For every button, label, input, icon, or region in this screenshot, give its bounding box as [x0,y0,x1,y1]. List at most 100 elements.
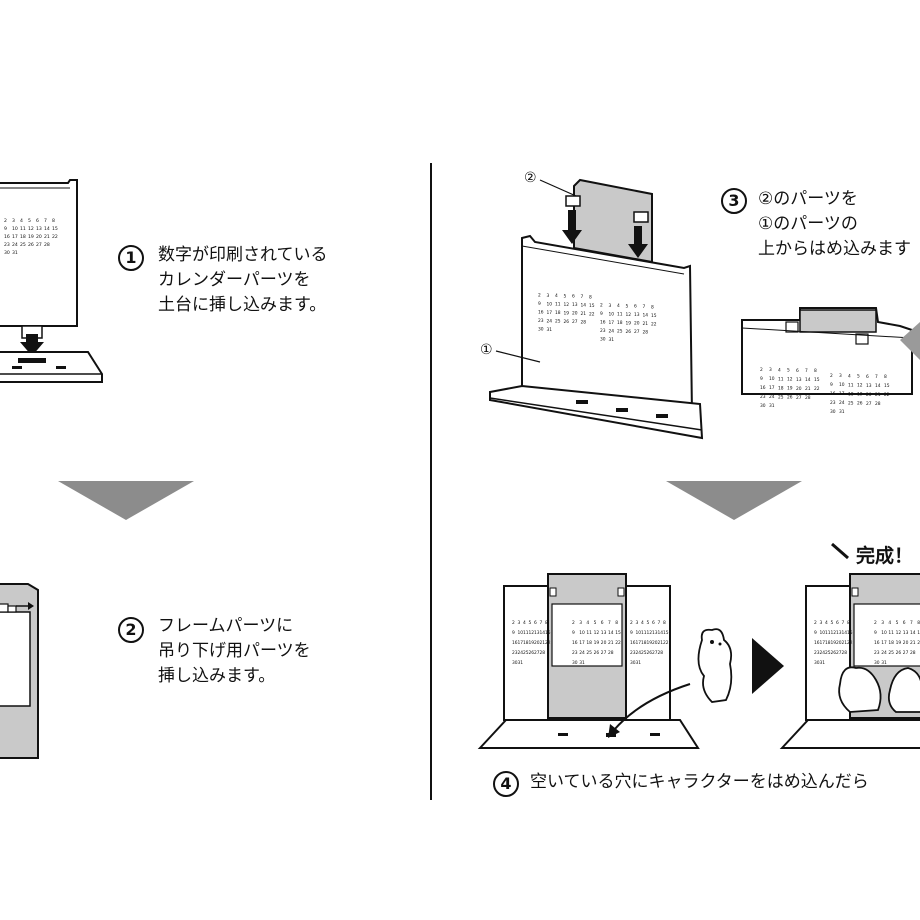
calendar-day-number: 2 [572,620,575,626]
calendar-day-number: 8 [52,218,55,224]
calendar-day-number: 24 [547,318,553,324]
calendar-day-number: 5 [28,218,31,224]
calendar-day-number: 2 [814,620,817,626]
calendar-day-number: 22 [884,392,890,398]
calendar-day-number: 26 [647,650,653,656]
calendar-day-number: 30 [830,409,836,415]
calendar-day-number: 7 [875,374,878,380]
calendar-day-number: 25 [825,650,831,656]
calendar-day-number: 15 [589,303,595,309]
calendar-day-number: 13 [572,302,578,308]
calendar-day-number: 8 [615,620,618,626]
calendar-day-number: 15 [52,226,58,232]
calendar-day-number: 7 [658,620,661,626]
calendar-day-number: 16 [630,640,636,646]
calendar-day-number: 2 [830,373,833,379]
calendar-day-number: 14 [44,226,50,232]
calendar-day-number: 23 [512,650,518,656]
calendar-day-number: 11 [778,376,784,382]
calendar-day-number: 25 [555,319,561,325]
calendar-day-number: 19 [564,310,570,316]
calendar-day-number: 23 [572,650,578,656]
calendar-day-number: 12 [896,630,902,636]
step2-illustration [0,583,39,759]
calendar-day-number: 7 [643,304,646,310]
calendar-day-number: 30 [538,327,544,333]
calendar-day-number: 3 [518,620,521,626]
calendar-day-number: 26 [594,650,600,656]
calendar-day-number: 11 [617,312,623,318]
calendar-day-number: 11 [586,630,592,636]
calendar-day-number: 31 [609,337,615,343]
flow-arrow-left [58,481,194,520]
calendar-day-number: 3 [769,367,772,373]
calendar-day-number: 14 [581,303,587,309]
calendar-day-number: 3 [547,293,550,299]
calendar-day-number: 17 [769,385,775,391]
calendar-day-number: 24 [609,328,615,334]
calendar-day-number: 10 [12,226,18,232]
calendar-day-number: 25 [641,650,647,656]
calendar-day-number: 8 [884,374,887,380]
calendar-day-number: 7 [44,218,47,224]
calendar-day-number: 30 [4,250,10,256]
calendar-day-number: 13 [903,630,909,636]
calendar-day-number: 6 [36,218,39,224]
calendar-day-number: 6 [634,304,637,310]
calendar-day-number: 3 [579,620,582,626]
step-3-line-1: ②のパーツを [758,189,858,209]
calendar-day-number: 18 [555,310,561,316]
calendar-day-number: 26 [896,650,902,656]
calendar-day-number: 30 [600,337,606,343]
calendar-day-number: 6 [866,374,869,380]
calendar-day-number: 12 [626,312,632,318]
calendar-day-number: 4 [888,620,891,626]
calendar-day-number: 10 [518,630,524,636]
calendar-day-number: 22 [589,311,595,317]
calendar-day-number: 28 [643,330,649,336]
calendar-day-number: 17 [881,640,887,646]
calendar-day-number: 12 [831,630,837,636]
step-3-number-badge: 3 [721,188,747,214]
calendar-day-number: 21 [581,311,587,317]
calendar-day-number: 20 [796,386,802,392]
calendar-day-number: 31 [769,403,775,409]
calendar-day-number: 14 [805,377,811,383]
calendar-day-number: 13 [534,630,540,636]
calendar-day-number: 30 [572,660,578,666]
calendar-day-number: 31 [820,660,826,666]
calendar-day-number: 24 [881,650,887,656]
calendar-day-number: 24 [518,650,524,656]
calendar-day-number: 19 [529,640,535,646]
calendar-day-number: 5 [647,620,650,626]
calendar-day-number: 8 [663,620,666,626]
calendar-day-number: 31 [839,409,845,415]
calendar-day-number: 24 [839,400,845,406]
flow-arrow-right [666,481,802,520]
calendar-day-number: 14 [910,630,916,636]
calendar-day-number: 16 [4,234,10,240]
calendar-day-number: 7 [910,620,913,626]
calendar-day-number: 24 [636,650,642,656]
calendar-day-number: 22 [847,640,853,646]
calendar-day-number: 22 [651,321,657,327]
calendar-day-number: 28 [875,401,881,407]
calendar-day-number: 27 [634,329,640,335]
calendar-day-number: 10 [609,311,615,317]
step-3-instructions: ②のパーツを ①のパーツの 上からはめ込みます [758,187,911,262]
calendar-day-number: 16 [830,391,836,397]
calendar-day-number: 16 [600,320,606,326]
calendar-day-number: 20 [534,640,540,646]
calendar-day-number: 8 [589,294,592,300]
calendar-day-number: 19 [28,234,34,240]
calendar-day-number: 14 [842,630,848,636]
calendar-day-number: 15 [917,630,920,636]
calendar-day-number: 23 [760,394,766,400]
calendar-day-number: 16 [538,310,544,316]
calendar-day-number: 2 [630,620,633,626]
calendar-day-number: 16 [760,385,766,391]
calendar-day-number: 17 [609,320,615,326]
calendar-day-number: 7 [608,620,611,626]
step-1-line-1: 数字が印刷されている [158,245,328,265]
